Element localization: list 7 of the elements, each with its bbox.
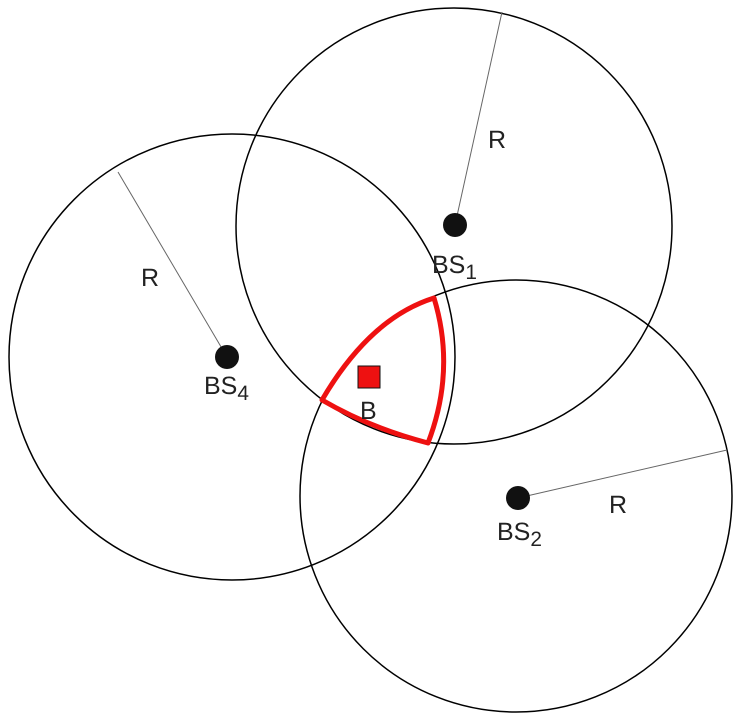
target-label: B	[360, 399, 377, 424]
radius-label: R	[488, 128, 506, 153]
station-label: BS$_{4}$	[204, 374, 249, 405]
station-label: BS$_{2}$	[497, 520, 542, 551]
radius-label: R	[609, 493, 628, 518]
radius-label: R	[141, 266, 160, 291]
station-label: BS$_{1}$	[432, 253, 477, 284]
